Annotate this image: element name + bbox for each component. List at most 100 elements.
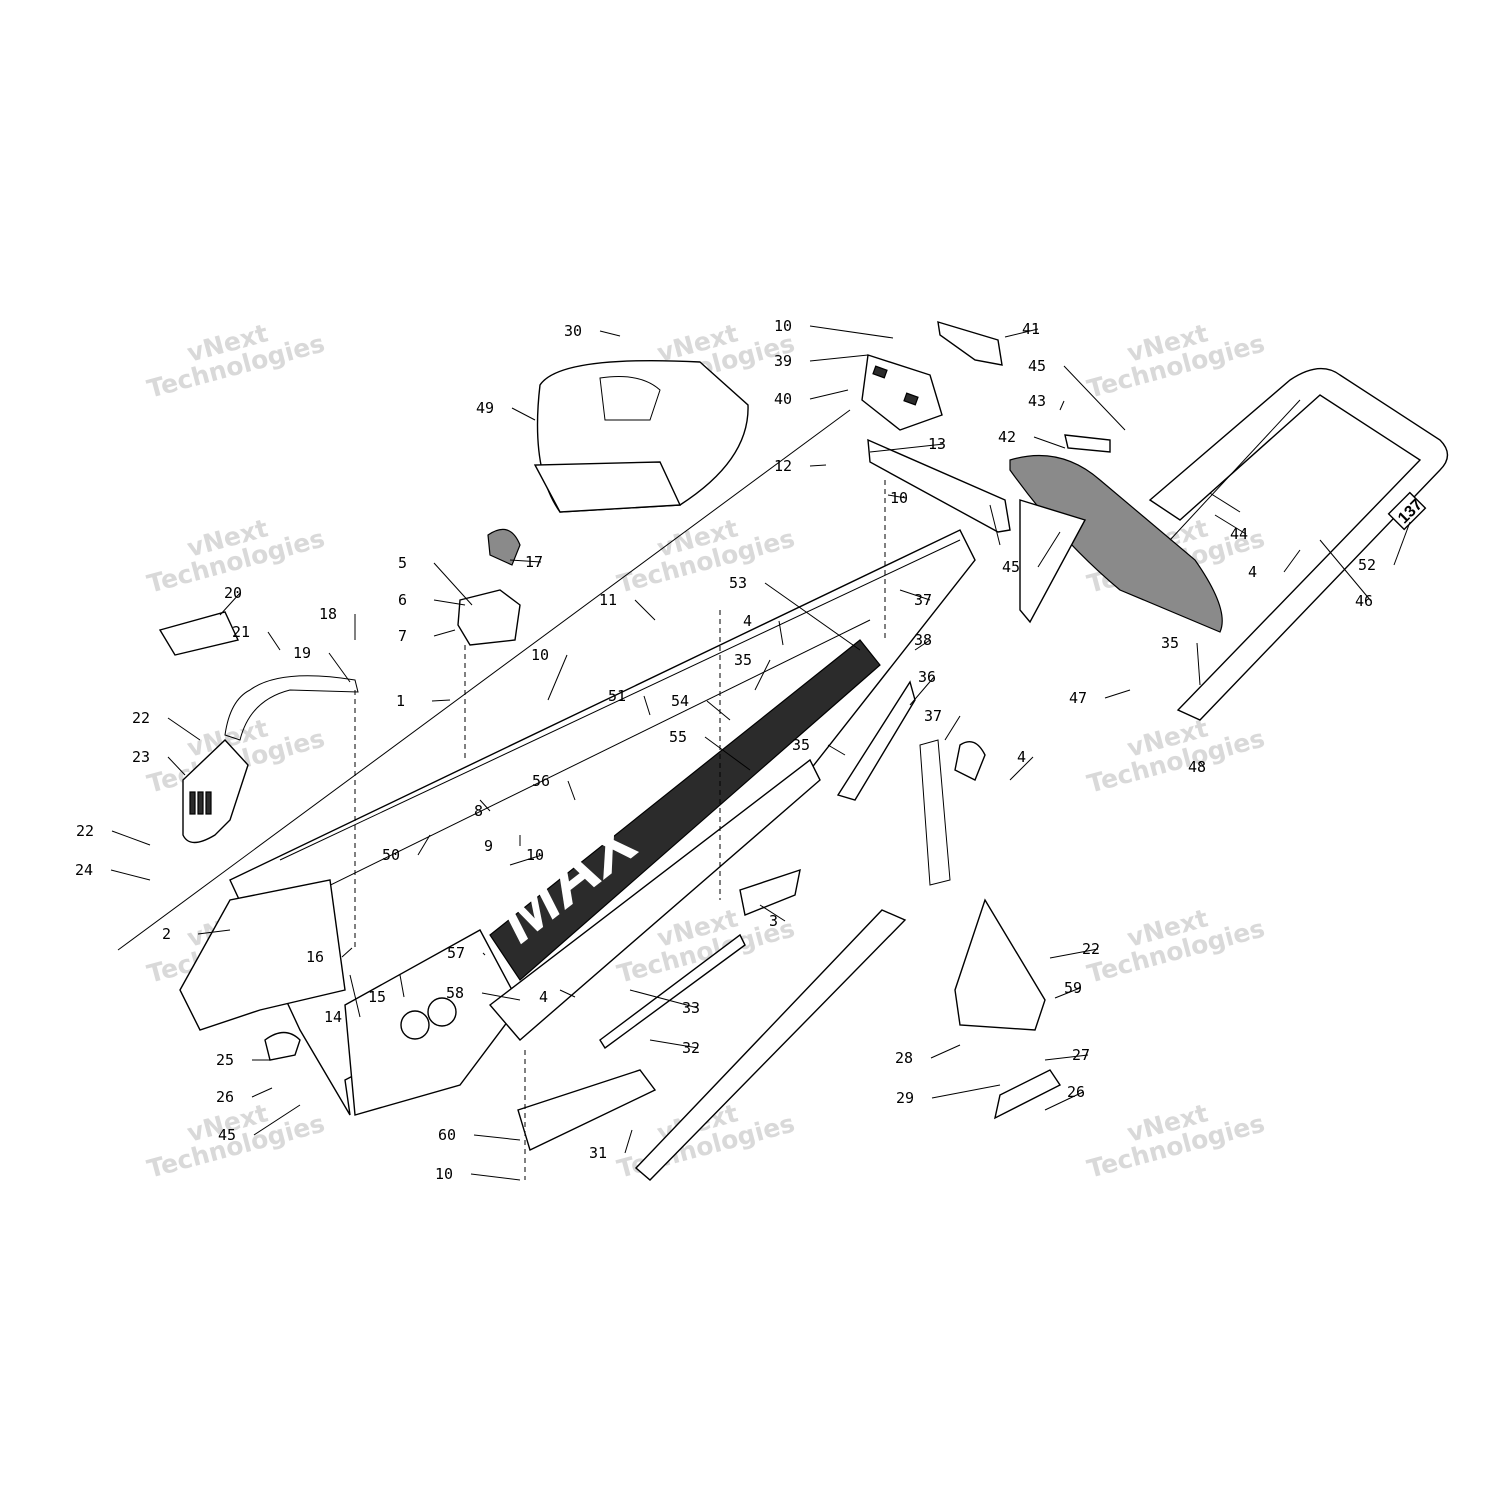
callout-number: 51 <box>608 687 626 705</box>
callout-leader-line <box>1049 948 1099 959</box>
rear-rail-part <box>867 438 1011 533</box>
callout-leader-line <box>759 904 786 922</box>
callout-leader-line <box>809 389 849 400</box>
callout-number: 1 <box>396 692 405 710</box>
callout-number: 23 <box>132 748 150 766</box>
callout-number: 22 <box>76 822 94 840</box>
callout-number: 45 <box>218 1126 236 1144</box>
callout-leader-line <box>809 325 894 339</box>
callout-leader-line <box>1044 1054 1089 1061</box>
callout-number: 3 <box>769 912 778 930</box>
cover-7-part <box>457 589 521 646</box>
callout-number: 5 <box>398 554 407 572</box>
callout-number: 4 <box>743 612 752 630</box>
callout-leader-line <box>643 695 651 716</box>
seat-part <box>533 359 749 513</box>
heat-shield-part <box>182 739 249 844</box>
callout-leader-line <box>251 1087 273 1098</box>
callout-leader-line <box>599 330 621 337</box>
scuff-plate-part <box>954 898 1046 1031</box>
callout-leader-line <box>809 354 869 362</box>
callout-leader-line <box>433 629 456 637</box>
callout-number: 10 <box>435 1165 453 1183</box>
callout-leader-line <box>167 717 201 741</box>
callout-number: 41 <box>1022 320 1040 338</box>
callout-number: 35 <box>792 736 810 754</box>
callout-leader-line <box>470 1173 521 1181</box>
callout-leader-line <box>219 592 241 616</box>
callout-leader-line <box>341 947 353 958</box>
callout-leader-line <box>1044 1091 1084 1111</box>
callout-number: 42 <box>998 428 1016 446</box>
tunnel-part <box>179 529 976 1116</box>
callout-layer: 3049103940414543421213101756711202119181… <box>75 317 1411 1183</box>
callout-leader-line <box>111 830 151 846</box>
plate-36-part <box>836 680 916 801</box>
callout-number: 49 <box>476 399 494 417</box>
callout-number: 4 <box>539 988 548 1006</box>
callout-leader-line <box>634 599 656 621</box>
callout-leader-line <box>931 1084 1001 1099</box>
callout-number: 35 <box>1161 634 1179 652</box>
callout-number: 52 <box>1358 556 1376 574</box>
side-rail-part <box>599 933 746 1050</box>
callout-number: 47 <box>1069 689 1087 707</box>
callout-number: 10 <box>531 646 549 664</box>
callout-number: 46 <box>1355 592 1373 610</box>
callout-leader-line <box>944 715 961 741</box>
callout-leader-line <box>914 639 931 651</box>
rear-bumper-part <box>1148 367 1449 721</box>
callout-leader-line <box>899 589 931 601</box>
callout-number: 60 <box>438 1126 456 1144</box>
callout-number: 9 <box>484 837 493 855</box>
callout-number: 15 <box>368 988 386 1006</box>
callout-leader-line <box>328 652 351 683</box>
callout-number: 13 <box>928 435 946 453</box>
callout-leader-line <box>431 699 451 702</box>
callout-number: 33 <box>682 999 700 1017</box>
callout-leader-line <box>1104 689 1131 699</box>
callout-number: 28 <box>895 1049 913 1067</box>
callout-number: 14 <box>324 1008 342 1026</box>
callout-number: 40 <box>774 390 792 408</box>
callout-leader-line <box>754 659 771 691</box>
callout-leader-line <box>1283 549 1301 573</box>
callout-number: 11 <box>599 591 617 609</box>
callout-number: 26 <box>1067 1083 1085 1101</box>
callout-leader-line <box>1004 328 1039 338</box>
callout-number: 6 <box>398 591 407 609</box>
callout-leader-line <box>267 631 281 651</box>
callout-leader-line <box>479 799 491 812</box>
callout-leader-line <box>887 494 907 499</box>
callout-number: 35 <box>734 651 752 669</box>
bracket-3-part <box>739 868 801 916</box>
callout-number: 8 <box>474 802 483 820</box>
frame-outline <box>117 409 1001 1180</box>
callout-leader-line <box>869 443 945 453</box>
callout-leader-line <box>629 989 699 1009</box>
callout-leader-line <box>706 700 731 721</box>
cover-20-part <box>158 611 239 656</box>
callout-leader-line <box>482 952 486 956</box>
callout-leader-line <box>253 1104 301 1136</box>
callout-leader-line <box>433 562 473 606</box>
callout-number: 37 <box>924 707 942 725</box>
callout-leader-line <box>417 834 431 856</box>
callout-number: 29 <box>896 1089 914 1107</box>
callout-leader-line <box>509 854 543 866</box>
callout-number: 58 <box>446 984 464 1002</box>
callout-number: 37 <box>914 591 932 609</box>
callout-leader-line <box>399 974 405 998</box>
callout-leader-line <box>809 464 827 467</box>
callout-number: 7 <box>398 627 407 645</box>
callout-number: 20 <box>224 584 242 602</box>
callout-leader-line <box>567 780 576 801</box>
callout-number: 38 <box>914 631 932 649</box>
callout-leader-line <box>1214 514 1247 535</box>
callout-leader-line <box>511 407 536 421</box>
callout-number: 50 <box>382 846 400 864</box>
callout-number: 43 <box>1028 392 1046 410</box>
callout-leader-line <box>1199 761 1205 768</box>
callout-number: 56 <box>532 772 550 790</box>
callout-number: 53 <box>729 574 747 592</box>
